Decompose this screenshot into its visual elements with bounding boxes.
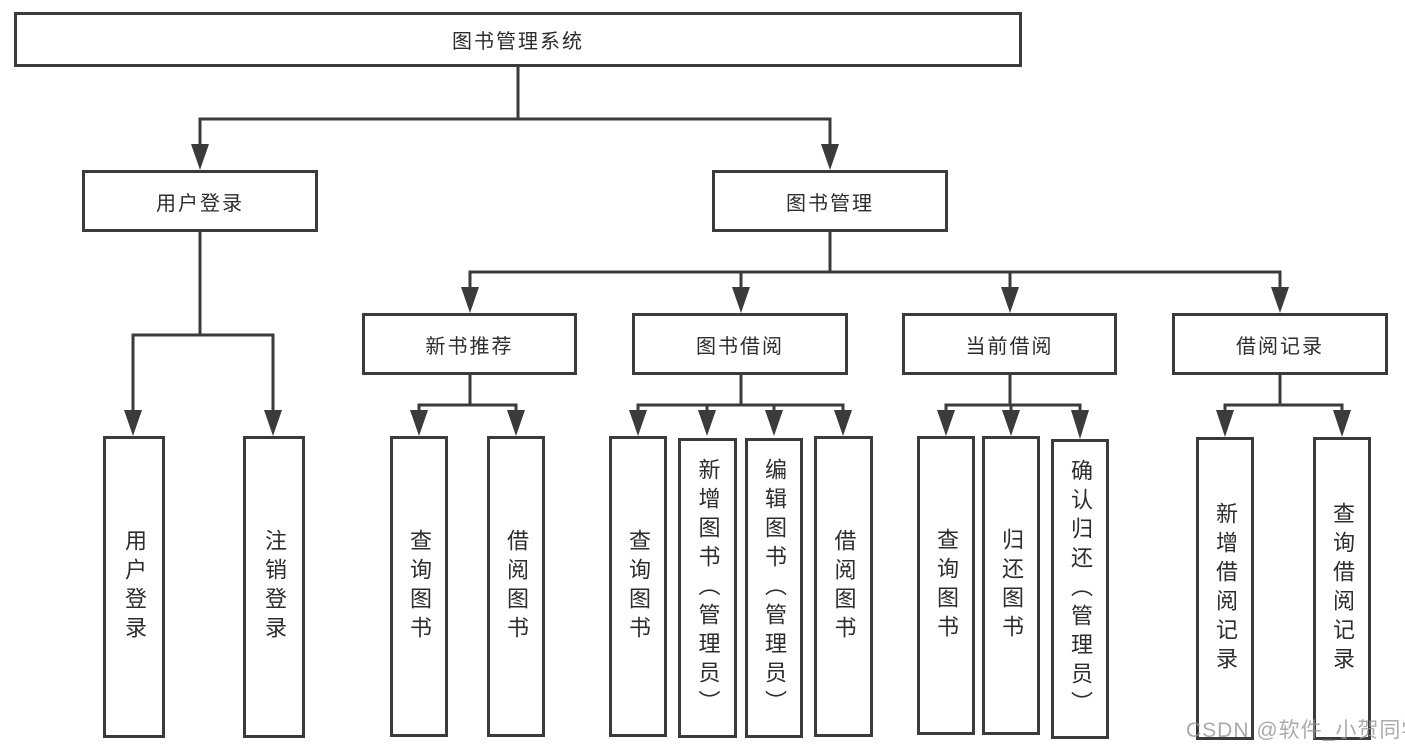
connector-management-branch [461,232,1289,313]
connector-group-current [937,375,1089,439]
node-root: 图书管理系统 [14,12,1022,67]
node-book-borrow: 图书借阅 [632,313,848,375]
leaf-recommend-borrow-books: 借阅图书 [487,436,545,737]
watermark-text: CSDN @软件_小贺同学 [1186,719,1405,742]
leaf-user-login: 用户登录 [103,436,165,738]
leaf-add-borrow-record: 新增借阅记录 [1196,437,1254,740]
leaf-query-borrow-record: 查询借阅记录 [1313,437,1371,740]
connector-root-to-level2 [191,67,839,170]
connector-group-borrow [629,375,852,436]
leaf-borrow-query-books: 查询图书 [609,436,667,737]
connector-group-records [1216,375,1351,437]
node-user-login: 用户登录 [82,170,318,232]
leaf-add-books-admin: 新增图书（管理员） [678,438,737,738]
leaf-current-query-books: 查询图书 [917,436,975,735]
node-book-management: 图书管理 [712,170,948,232]
leaf-logout: 注销登录 [243,436,305,738]
leaf-return-books: 归还图书 [982,436,1040,735]
leaf-edit-books-admin: 编辑图书（管理员） [745,438,803,738]
leaf-borrow-books: 借阅图书 [814,436,873,737]
node-new-book-recommend: 新书推荐 [362,313,577,375]
leaf-recommend-query-books: 查询图书 [390,436,448,737]
leaf-confirm-return-admin: 确认归还（管理员） [1051,439,1109,739]
node-borrow-records: 借阅记录 [1172,313,1388,375]
connector-login-branch [124,232,282,436]
node-current-borrow: 当前借阅 [902,313,1117,375]
connector-group-recommend [410,375,525,436]
